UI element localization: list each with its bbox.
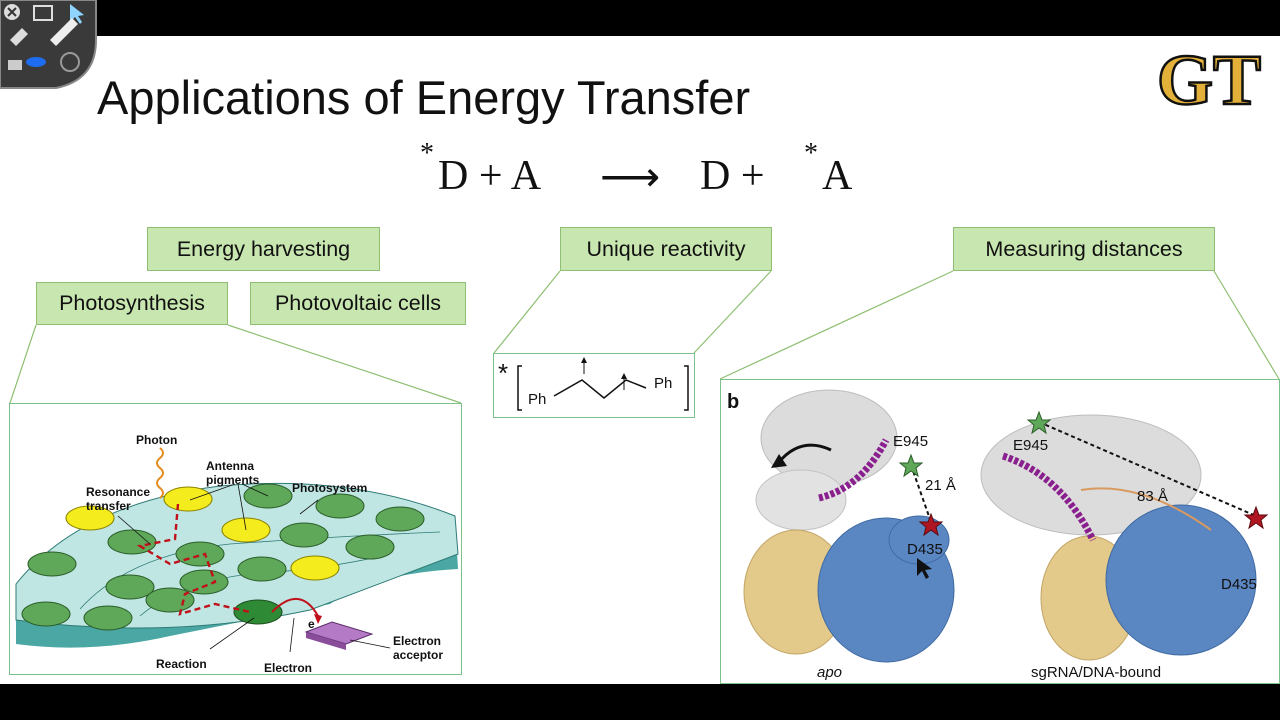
bracket-right [684,365,689,411]
connector-lines [9,270,1280,404]
label-photon: Photon [136,433,177,447]
annotation-toolbar[interactable] [0,0,100,92]
box-photosynthesis: Photosynthesis [36,282,228,325]
label-electron: e [308,617,315,631]
bracket-left [517,365,522,411]
bound-distance: 83 Å [1137,488,1168,505]
photon-wave [156,447,164,499]
resonance-transfer-path [136,503,251,616]
label-etransfer-1: Electron [264,661,312,673]
gt-logo-text: GT [1157,42,1261,116]
apo-structure [743,389,955,663]
bound-e945: E945 [1013,437,1048,454]
carbon-chain [553,379,647,399]
box-unique-reactivity: Unique reactivity [560,227,772,271]
bound-caption: sgRNA/DNA-bound [1031,664,1161,681]
apo-caption: apo [817,664,842,681]
biradical-structure: * Ph Ph [498,357,689,411]
phenyl-right: Ph [654,375,672,392]
equation-rhs-d: D + [700,153,765,199]
pen-icon[interactable] [50,18,78,46]
label-reaction-2: center [156,671,192,673]
reaction-center-disc [233,599,283,625]
slide-canvas: Applications of Energy Transfer GT * D +… [0,36,1280,684]
excited-star: * [498,358,508,388]
label-resonance-1: Resonance [86,485,150,499]
equation-rhs-a: A [822,153,853,199]
excited-star-lhs: * [420,138,434,169]
box-measuring-distances: Measuring distances [953,227,1215,271]
share-icon[interactable] [33,5,53,21]
photosystem-diagram: Photon Antenna pigments Resonance transf… [15,433,459,684]
bound-structure [980,410,1269,661]
panel-letter: b [727,391,739,413]
pointer-icon[interactable] [70,4,84,24]
equation-lhs: D + A [438,153,542,199]
apo-distance: 21 Å [925,477,956,494]
bound-d435: D435 [1221,576,1257,593]
apo-e945: E945 [893,433,928,450]
box-photovoltaic-cells: Photovoltaic cells [250,282,466,325]
label-antenna-2: pigments [206,473,260,487]
electron-transfer-arrow [271,597,319,617]
equation-arrow: ⟶ [600,155,661,201]
biradical-molecule-panel: * Ph Ph [493,353,695,418]
box-energy-harvesting: Energy harvesting [147,227,380,271]
protein-structures: b E945 21 Å D435 apo [727,389,1269,681]
label-reaction-1: Reaction [156,657,207,671]
excited-star-rhs: * [804,138,818,169]
chlorophyll-discs [21,483,425,631]
highlighter-icon[interactable] [10,28,28,46]
gt-logo: GT [1156,42,1263,116]
label-photosystem: Photosystem [292,481,367,495]
label-resonance-2: transfer [86,499,131,513]
phenyl-left: Ph [528,391,546,408]
label-antenna-1: Antenna [206,459,254,473]
label-acceptor-1: Electron [393,634,441,648]
photosystem-panel: Photon Antenna pigments Resonance transf… [9,403,462,684]
energy-transfer-equation: * D + A ⟶ D + * A [420,138,880,204]
pen-color-blue[interactable] [26,57,46,67]
undo-icon[interactable] [60,52,80,72]
label-acceptor-2: acceptor [393,648,443,662]
protein-fret-panel: b E945 21 Å D435 apo [720,379,1280,684]
eraser-icon[interactable] [8,60,22,70]
apo-d435: D435 [907,541,943,558]
slide-title: Applications of Energy Transfer [97,71,751,124]
